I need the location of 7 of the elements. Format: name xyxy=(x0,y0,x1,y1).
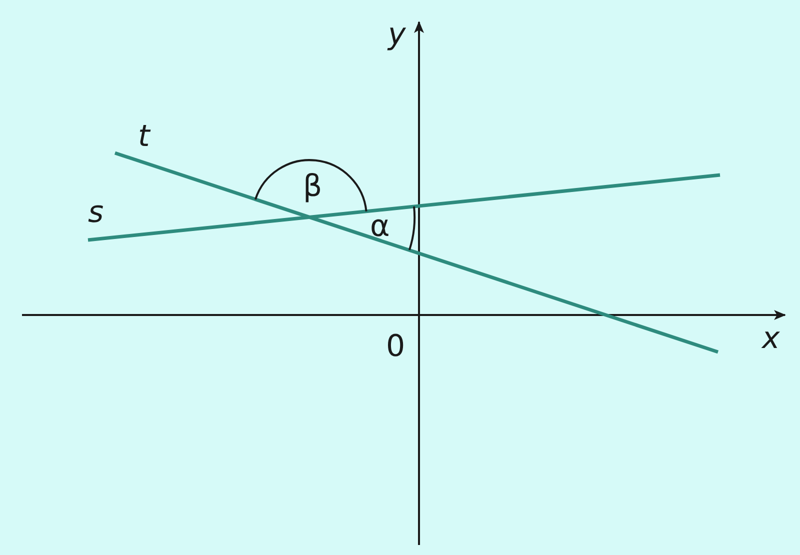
line-label: t xyxy=(138,120,150,154)
angle-label: β xyxy=(303,170,322,204)
axis-label: x xyxy=(762,322,780,356)
angle-label: α xyxy=(370,210,390,244)
line-label: s xyxy=(88,196,104,230)
origin-label: 0 xyxy=(386,330,406,364)
axis-label: y xyxy=(388,18,406,52)
